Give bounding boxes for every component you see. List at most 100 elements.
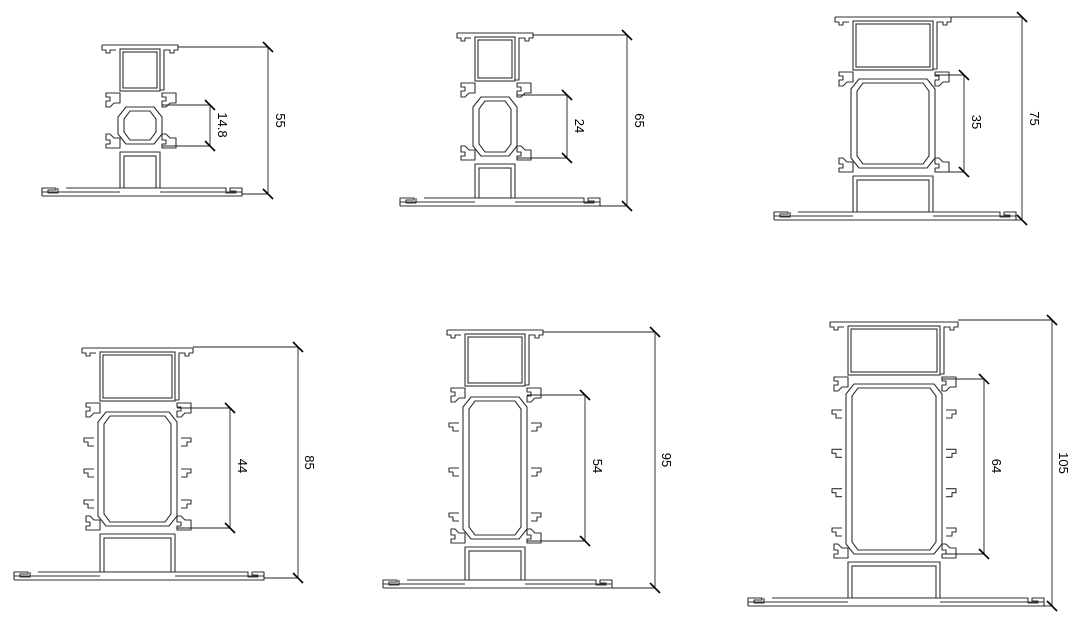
dimension-tick [579,535,591,547]
overall-dimension-label: 75 [1027,111,1042,125]
top-chamber-inner [855,23,931,68]
bottom-chamber-inner [468,550,522,581]
inner-dimension-label: 14.8 [215,112,230,137]
lower-left-hook [460,145,476,161]
dimension-tick [621,200,633,212]
lower-left-hook [105,133,121,149]
right-rib [531,512,542,522]
inner-dimension-label: 64 [989,459,1004,473]
bottom-chamber-inner [851,565,937,599]
base-flange [773,211,1017,221]
overall-dimension-label: 105 [1056,452,1071,474]
section-drawing [13,347,265,581]
insulating-chamber-inner [468,400,522,536]
right-rib [946,448,957,458]
profile-85: 85 44 [13,341,317,584]
upper-left-hook [833,376,849,392]
dimension-tick [204,99,216,111]
dimension-tick [292,341,304,353]
left-rib [448,512,459,522]
dimension-tick [262,188,274,200]
overall-dimension [543,326,661,594]
base-flange [382,579,613,589]
lower-left-hook [838,157,854,173]
dimension-tick [292,572,304,584]
profile-95: 95 54 [382,326,674,594]
upper-left-hook [838,71,854,87]
upper-right-hook [934,71,950,87]
lower-left-hook [85,515,101,531]
inner-dimension-label: 24 [572,119,587,133]
overall-dimension [178,41,274,200]
dimension-tick [561,152,573,164]
left-rib [831,488,842,498]
section-drawing [382,329,613,589]
left-rib [83,437,94,447]
inner-dimension [517,89,573,164]
dimension-tick [1016,11,1028,23]
dimension-tick [1046,314,1058,326]
dimension-tick [958,166,970,178]
overall-dimension [533,29,633,212]
overall-dimension-label: 55 [273,113,288,127]
inner-dimension [162,99,216,152]
upper-left-hook [450,387,466,403]
inner-dimension-label: 35 [969,115,984,129]
dimension-tick [224,522,236,534]
left-rib [448,422,459,432]
section-drawing [41,44,243,197]
dimension-tick [204,140,216,152]
lower-right-hook [176,515,192,531]
insulating-chamber-inner [856,82,930,165]
dimension-tick [1046,600,1058,612]
insulating-chamber-inner [103,415,172,523]
insulating-chamber-inner [123,110,157,141]
inner-dimension-label: 54 [590,459,605,473]
right-rib [531,422,542,432]
lower-left-hook [833,543,849,559]
dimension-tick [224,402,236,414]
right-rib [531,467,542,477]
insulating-chamber-inner [851,387,937,551]
right-rib [946,488,957,498]
dimension-tick [262,41,274,53]
inner-dimension [177,402,236,534]
top-chamber-inner [477,39,513,79]
lower-left-hook [450,528,466,544]
overall-dimension-label: 85 [302,455,317,469]
upper-left-hook [85,402,101,418]
dimension-tick [958,69,970,81]
right-rib [181,437,192,447]
right-rib [946,527,957,537]
upper-right-hook [516,82,532,98]
profile-55: 55 14.8 [41,41,288,200]
overall-dimension [958,314,1058,612]
inner-dimension [942,373,990,560]
dimension-tick [579,389,591,401]
profile-75: 75 35 [773,11,1042,226]
top-chamber-inner [102,354,173,399]
dimension-tick [561,89,573,101]
upper-right-hook [176,402,192,418]
lower-right-hook [161,133,177,149]
right-rib [946,409,957,419]
left-rib [448,467,459,477]
left-rib [831,448,842,458]
lower-right-hook [941,543,957,559]
lower-right-hook [934,157,950,173]
profile-105: 105 64 [747,314,1071,612]
upper-right-hook [161,92,177,108]
section-drawing [747,321,1045,607]
overall-dimension [193,341,304,584]
profile-65: 65 24 [399,29,647,212]
insulating-chamber-inner [478,100,512,153]
top-chamber-inner [467,336,523,384]
base-flange [13,571,265,581]
upper-right-hook [941,376,957,392]
section-drawing [399,32,601,207]
overall-dimension [951,11,1028,226]
bottom-chamber-inner [856,179,930,213]
lower-right-hook [526,528,542,544]
right-rib [181,499,192,509]
